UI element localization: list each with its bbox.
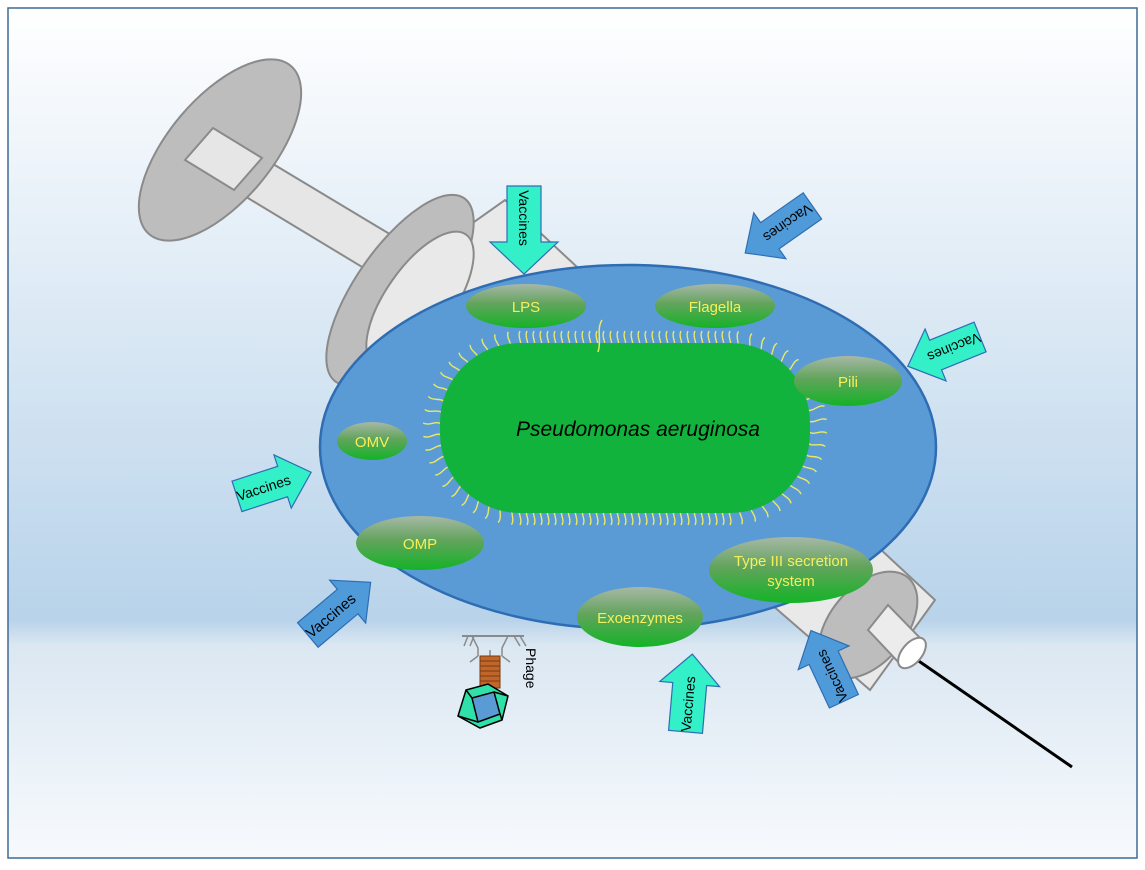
antigen-pili: Pili [794,356,902,406]
antigen-label-omv: OMV [355,434,389,451]
vaccine-label: Vaccines [516,190,532,246]
bacterium-body [440,343,810,513]
vaccine-arrow-bottom: Vaccines [658,653,721,734]
antigen-label-omp: OMP [403,536,437,553]
antigen-lps: LPS [466,284,586,328]
pilus-strand [423,433,442,438]
phage-label: Phage [523,648,539,689]
antigen-label-t3ss-line1: Type III secretion [734,553,848,570]
vaccine-arrow-top: Vaccines [488,185,560,275]
pilus-strand [808,418,827,423]
pilus-strand [422,422,442,425]
antigen-t3ss: Type III secretion system [709,537,873,603]
antigen-label-exoenzymes: Exoenzymes [597,610,683,627]
antigen-flagella: Flagella [655,284,775,328]
antigen-label-t3ss-line2: system [767,573,815,590]
vaccine-label: Vaccines [678,675,699,732]
phage-icon [457,635,527,729]
antigen-exoenzymes: Exoenzymes [577,587,703,647]
syringe-needle [909,653,1073,769]
antigen-label-pili: Pili [838,374,858,391]
antigen-omp: OMP [356,516,484,570]
vaccine-arrow-left: Vaccines [231,453,312,513]
antigen-label-lps: LPS [512,299,540,316]
antigen-omv: OMV [337,422,407,460]
organism-label: Pseudomonas aeruginosa [516,418,760,441]
pilus-strand [808,431,828,434]
antigen-label-flagella: Flagella [689,299,742,316]
